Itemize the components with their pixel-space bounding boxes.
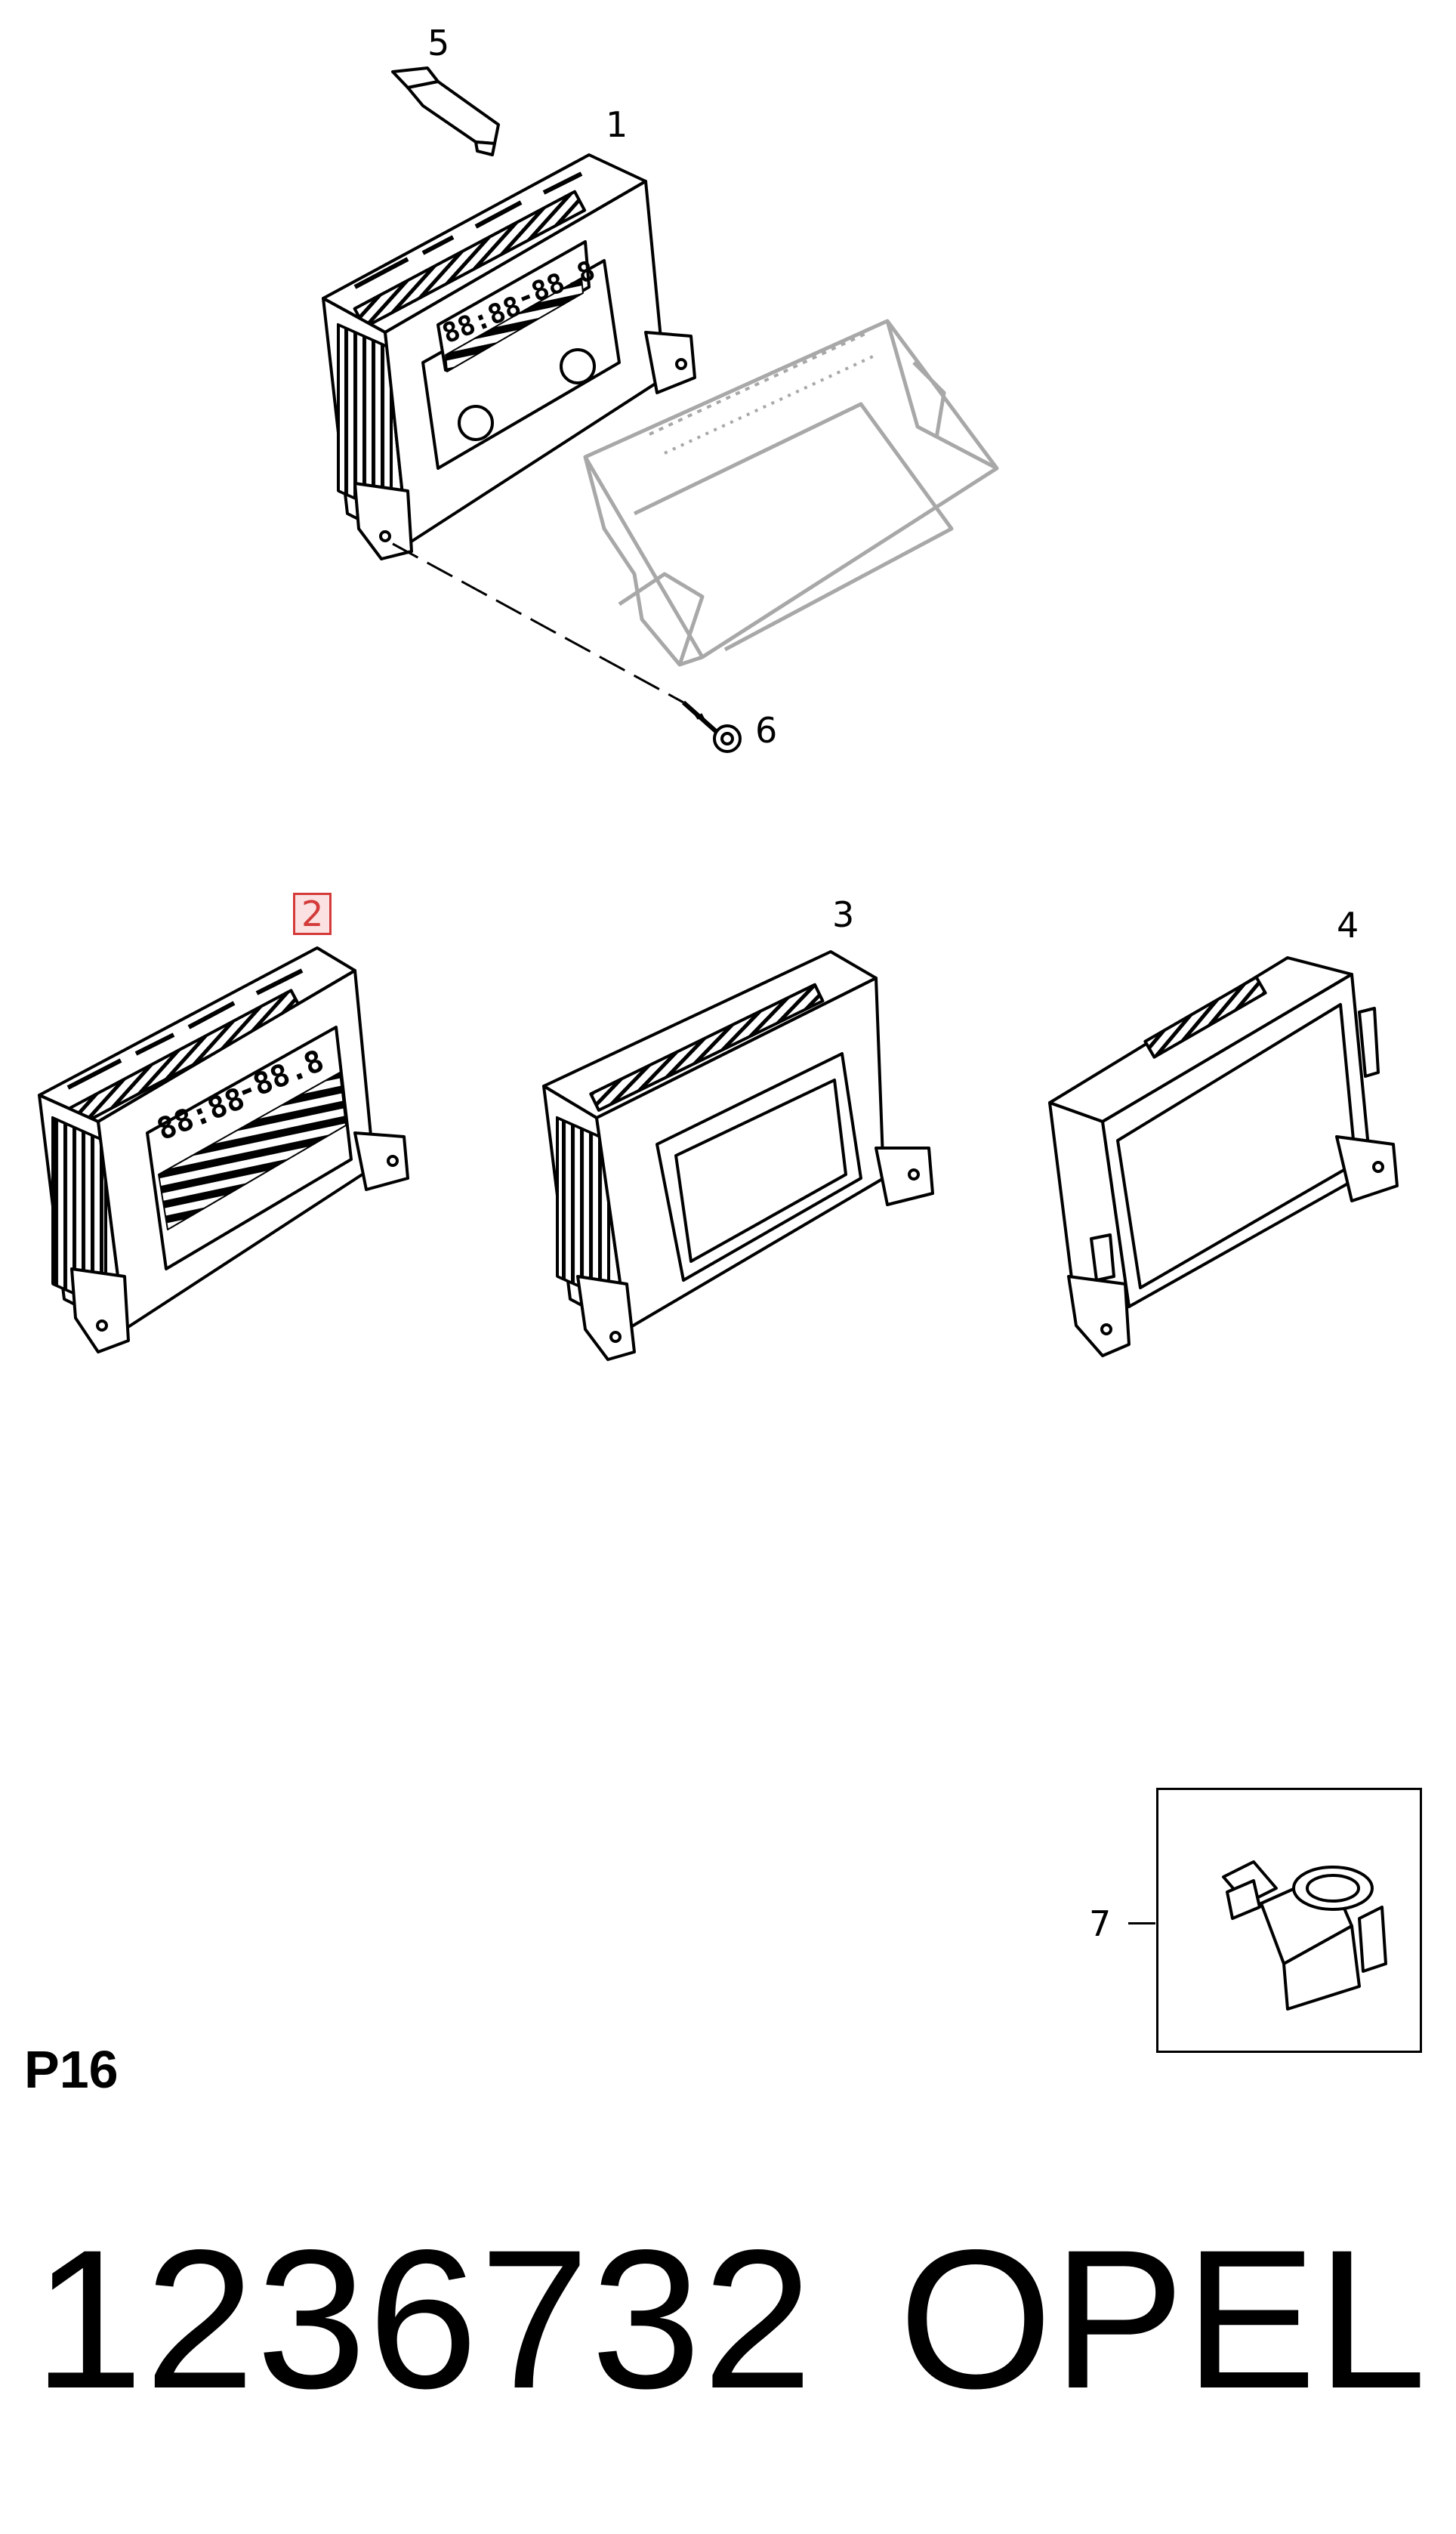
part-number: 1236732: [33, 2208, 814, 2430]
callout-1[interactable]: 1: [606, 104, 628, 145]
part-1-unit: [322, 153, 696, 560]
part-6-screw: [682, 700, 742, 753]
callout-3[interactable]: 3: [832, 894, 855, 935]
callout-2[interactable]: 2: [293, 893, 332, 935]
callout-7[interactable]: 7: [1089, 1903, 1112, 1944]
part-2-unit: [38, 946, 409, 1353]
ghost-bracket: [583, 319, 999, 667]
part-7-connector: [1222, 1860, 1387, 2011]
callout-5[interactable]: 5: [427, 23, 450, 63]
part-3-unit: [542, 950, 934, 1361]
part-5-clip: [391, 66, 500, 156]
part-4-unit: [1048, 956, 1399, 1357]
inset-leader-line: [1128, 1922, 1155, 1924]
callout-6[interactable]: 6: [755, 710, 778, 751]
detail-inset-box: [1156, 1788, 1422, 2053]
callout-4[interactable]: 4: [1337, 905, 1359, 946]
page-code: P16: [24, 2040, 119, 2099]
brand-name: OPEL: [899, 2208, 1427, 2430]
leader-dashed: [392, 542, 684, 704]
